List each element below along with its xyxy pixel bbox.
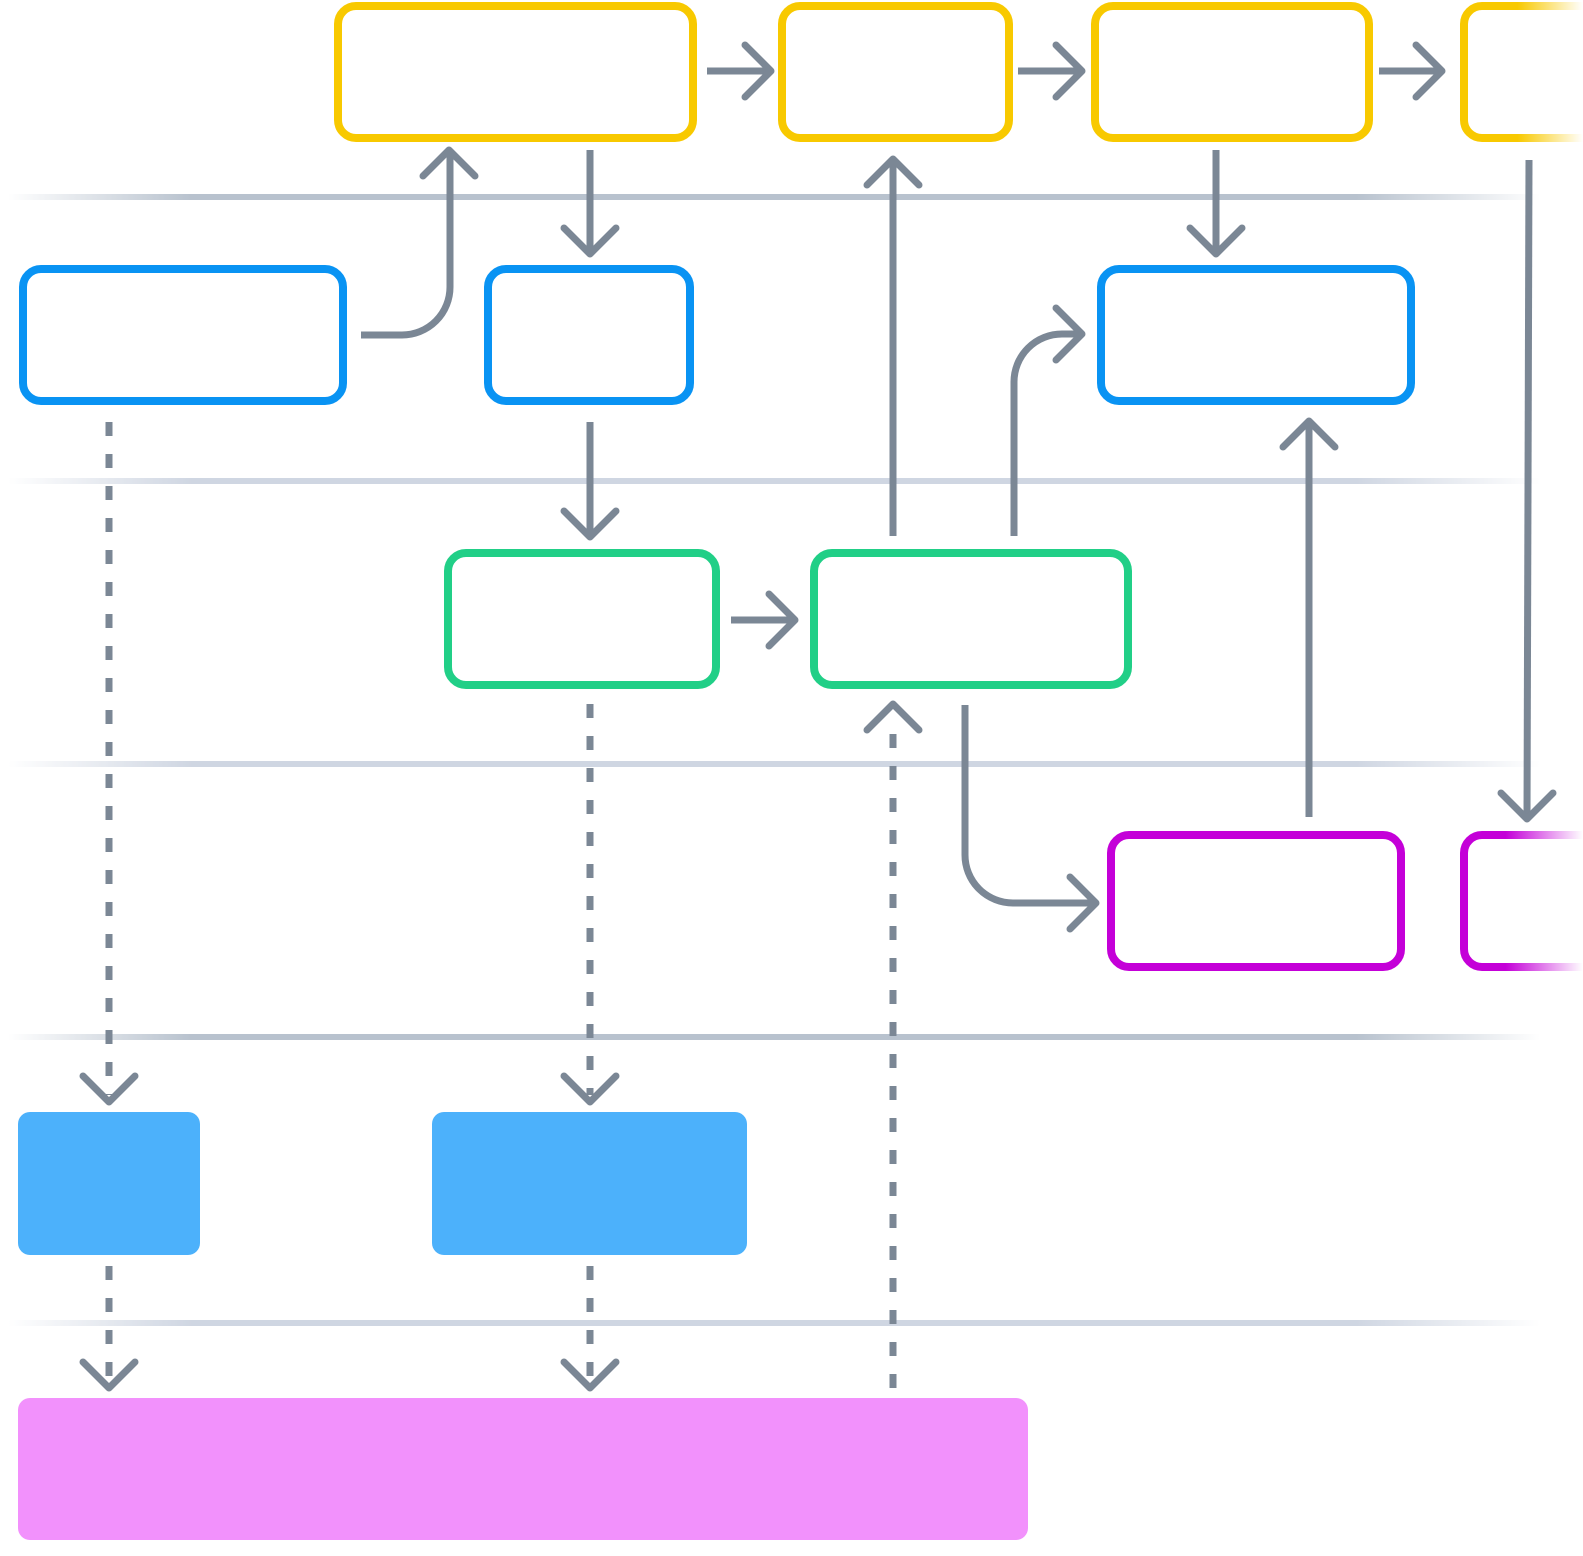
edge-p1-b3 [1279, 417, 1339, 817]
edge-g2-y2 [863, 155, 923, 536]
edge-s1-s3 [79, 1266, 139, 1392]
edge-s3-g2 [863, 700, 923, 1388]
node-b2 [484, 265, 694, 405]
lane-divider [8, 478, 1540, 484]
edge-y2-y3 [1018, 41, 1086, 101]
node-s1 [18, 1112, 200, 1255]
node-s2 [432, 1112, 747, 1255]
node-y3 [1091, 2, 1373, 142]
edge-y1-b2 [560, 150, 620, 258]
edge-g1-s2 [560, 704, 620, 1106]
node-p2 [1460, 831, 1583, 971]
edge-y1-y2 [707, 41, 775, 101]
node-p1 [1107, 831, 1405, 971]
edge-y3-b3 [1186, 150, 1246, 258]
lane-divider [8, 194, 1540, 200]
node-g1 [444, 549, 720, 689]
nodes [18, 2, 1583, 1540]
edge-y4-p2 [1497, 159, 1557, 823]
edge-g1-g2 [731, 590, 799, 650]
edge-b1-s1 [79, 422, 139, 1106]
node-b1 [19, 265, 347, 405]
edge-g2-p1 [961, 705, 1100, 933]
node-y2 [778, 2, 1013, 142]
lane-dividers [8, 194, 1540, 1326]
edge-g2-b3 [1010, 304, 1086, 536]
node-y4 [1460, 2, 1583, 142]
node-b3 [1097, 265, 1415, 405]
connectors [79, 41, 1557, 1392]
node-g2 [810, 549, 1132, 689]
node-y1 [334, 2, 697, 142]
lane-divider [8, 1320, 1540, 1326]
node-s3 [18, 1398, 1028, 1540]
edge-b2-g1 [560, 422, 620, 541]
lane-divider [8, 1034, 1540, 1040]
edge-s2-s3 [560, 1266, 620, 1392]
edge-y3-y4 [1379, 41, 1446, 101]
lane-divider [8, 761, 1540, 767]
edge-b1-y1 [361, 146, 479, 339]
